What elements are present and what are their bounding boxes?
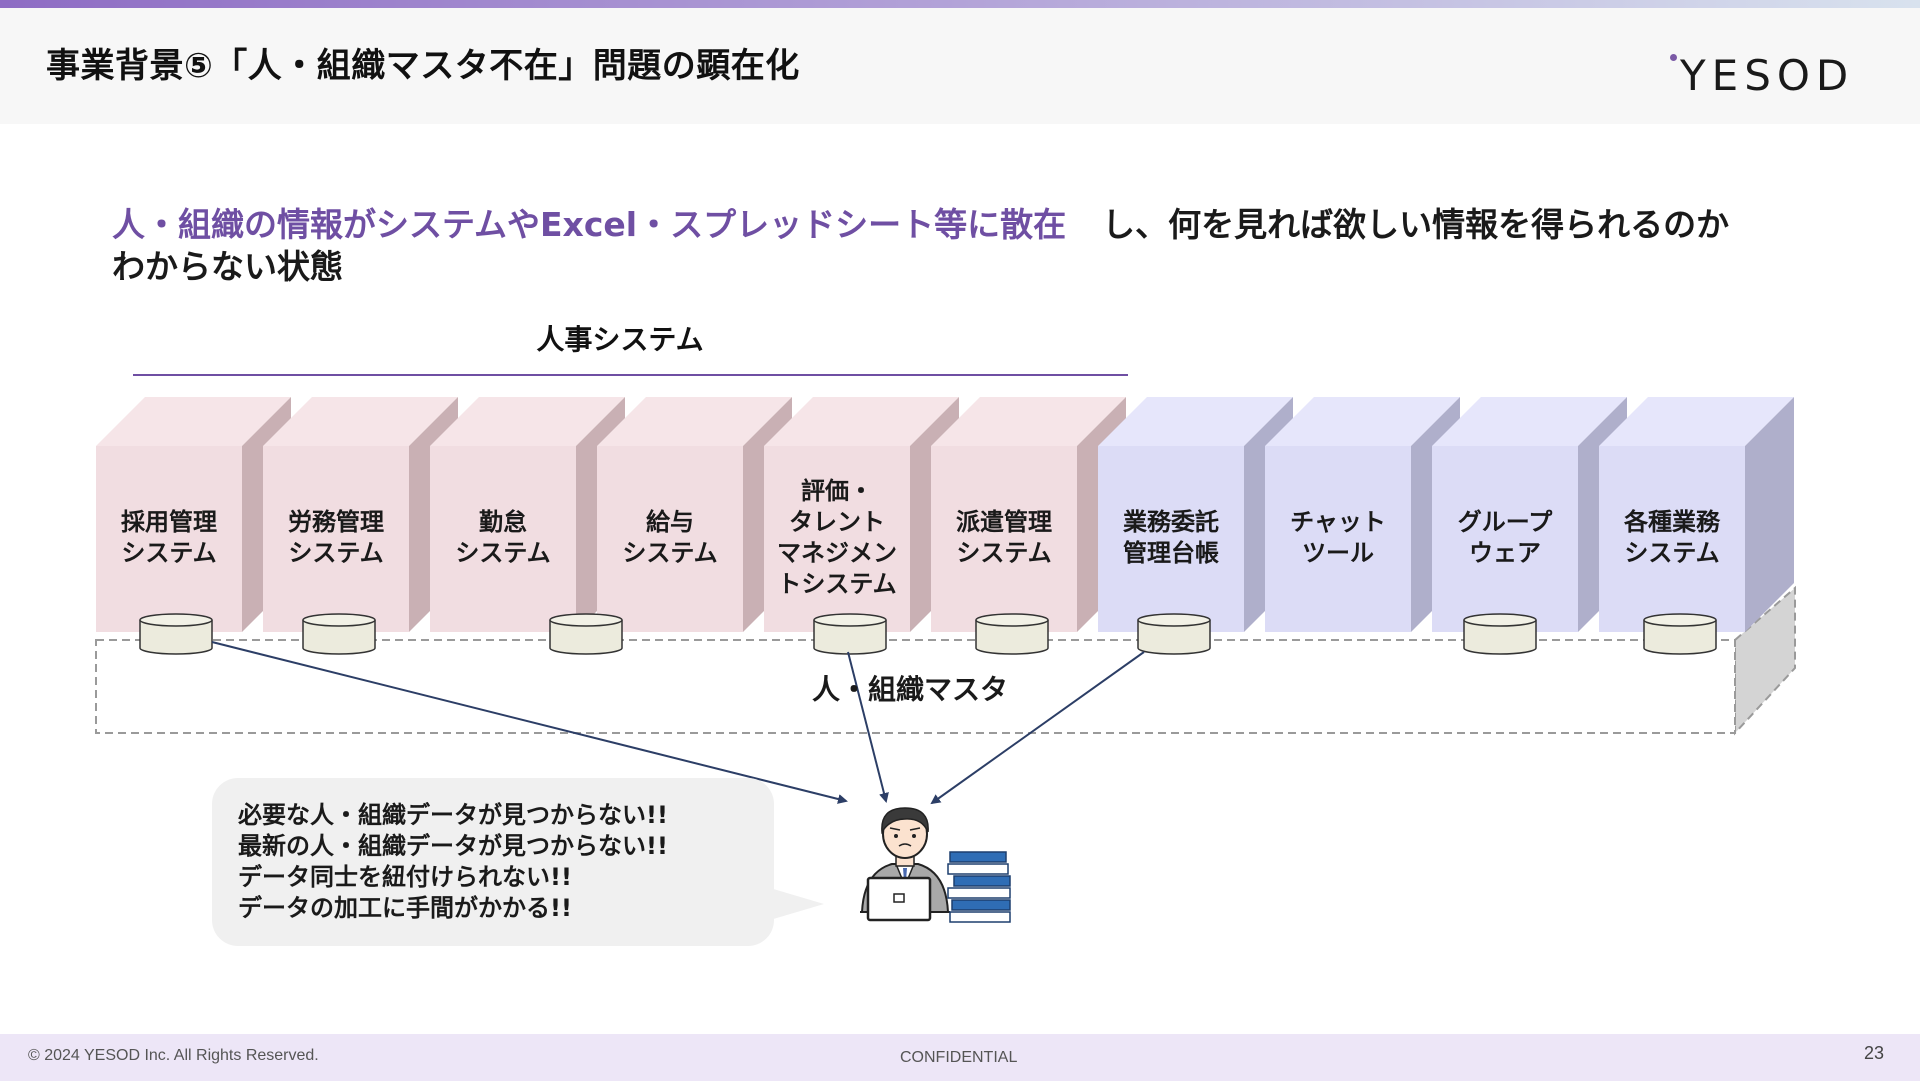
page-number: 23 <box>1864 1043 1885 1063</box>
system-cube-label-line: 採用管理 <box>121 508 217 536</box>
system-cube <box>1599 397 1794 632</box>
arrow-from-evaluation <box>847 651 889 803</box>
lead-rest: し、何を見れば欲しい情報を得られるのか <box>1102 205 1730 244</box>
document-stack-icon <box>947 851 1011 923</box>
logo-text: YESOD <box>1680 51 1855 100</box>
worried-person-icon <box>860 807 950 922</box>
system-cube-label-line: 派遣管理 <box>956 508 1052 536</box>
pain-point-2: 最新の人・組織データが見つからない!! <box>238 832 668 860</box>
database-cylinder-icon <box>813 613 887 655</box>
data-flow-arrows <box>211 641 1145 805</box>
system-cube-label: 給与システム <box>597 507 743 569</box>
page-title: 事業背景⑤「人・組織マスタ不在」問題の顕在化 <box>46 46 800 86</box>
database-cylinder-icon <box>1643 613 1717 655</box>
arrow-from-contractor <box>930 651 1145 805</box>
top-accent-bar <box>0 0 1920 8</box>
lead-line2: わからない状態 <box>112 247 343 286</box>
system-cube-label-line: 管理台帳 <box>1123 539 1219 567</box>
system-cube-label-line: マネジメン <box>777 539 897 567</box>
database-cylinder-icon <box>1463 613 1537 655</box>
system-cube-label-line: ツール <box>1302 539 1374 567</box>
system-cube-label-line: グループ <box>1457 508 1553 536</box>
system-cube-label-line: システム <box>956 539 1052 567</box>
hr-system-group-label: 人事システム <box>536 323 704 356</box>
slide-footer <box>0 1034 1920 1081</box>
master-data-label: 人・組織マスタ <box>811 673 1008 706</box>
database-cylinder-icon <box>139 613 213 655</box>
system-cube-label: 派遣管理システム <box>931 507 1077 569</box>
system-cube-label: 業務委託管理台帳 <box>1098 507 1244 569</box>
confidential-label: CONFIDENTIAL <box>900 1049 1018 1066</box>
system-cube-label: 各種業務システム <box>1599 507 1745 569</box>
system-cube <box>1432 397 1627 632</box>
system-cube-label-line: 労務管理 <box>288 508 384 536</box>
master-data-tray <box>95 585 1796 736</box>
database-cylinder-icon <box>975 613 1049 655</box>
system-cube-label-line: タレント <box>789 508 885 536</box>
system-cube-label: チャットツール <box>1265 507 1411 569</box>
speech-bubble <box>212 778 774 946</box>
database-cylinder-icon <box>1137 613 1211 655</box>
system-cube-label-line: チャット <box>1290 508 1386 536</box>
system-cube-label-line: 評価・ <box>801 477 873 505</box>
arrow-from-recruiting <box>211 641 848 804</box>
pain-point-1: 必要な人・組織データが見つからない!! <box>238 801 668 829</box>
database-cylinder-icon <box>549 613 623 655</box>
system-cube-label-line: 各種業務 <box>1624 508 1720 536</box>
lead-highlight: 人・組織の情報がシステムやExcel・スプレッドシート等に散在 <box>112 205 1067 244</box>
system-cube-label-line: 給与 <box>646 508 694 536</box>
system-cube-label-line: システム <box>288 539 384 567</box>
system-cube-label-line: ウェア <box>1469 539 1541 567</box>
pain-point-3: データ同士を紐付けられない!! <box>238 863 572 891</box>
system-cube-label-line: システム <box>121 539 217 567</box>
system-cube-label: 採用管理システム <box>96 507 242 569</box>
hr-system-group-line <box>133 374 1128 376</box>
system-cube-label-line: トシステム <box>777 570 897 598</box>
system-cube-label: グループウェア <box>1432 507 1578 569</box>
speech-bubble-tail <box>770 888 824 920</box>
system-cube-label: 労務管理システム <box>263 507 409 569</box>
database-cylinder-icon <box>302 613 376 655</box>
system-cube-label-line: 勤怠 <box>479 508 527 536</box>
speech-bubble-text: 必要な人・組織データが見つからない!! 最新の人・組織データが見つからない!! … <box>238 800 668 924</box>
logo-dot-icon <box>1670 54 1677 61</box>
system-cube-label-line: システム <box>455 539 551 567</box>
system-cube-label-line: システム <box>622 539 718 567</box>
pain-point-4: データの加工に手間がかかる!! <box>238 894 572 922</box>
system-cube-label: 評価・タレントマネジメントシステム <box>764 476 910 600</box>
system-cube-label-line: 業務委託 <box>1123 508 1219 536</box>
system-cube-label-line: システム <box>1624 539 1720 567</box>
system-cube-label: 勤怠システム <box>430 507 576 569</box>
lead-statement: 人・組織の情報がシステムやExcel・スプレッドシート等に散在し、何を見れば欲し… <box>112 204 1832 288</box>
system-diagram <box>95 397 1796 923</box>
slide-header <box>0 8 1920 124</box>
copyright-text: © 2024 YESOD Inc. All Rights Reserved. <box>28 1047 319 1064</box>
